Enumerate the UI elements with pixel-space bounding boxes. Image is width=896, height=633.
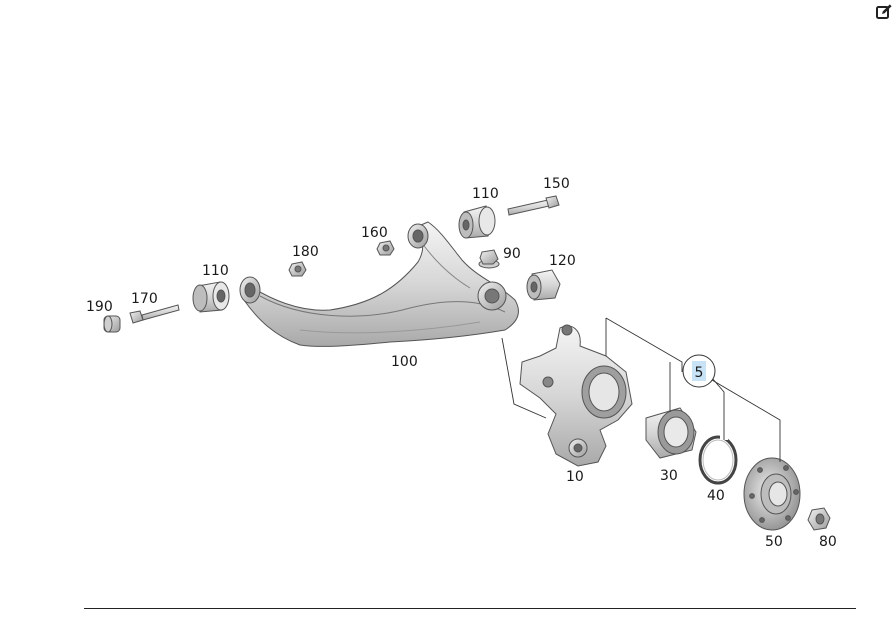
label-150[interactable]: 150 bbox=[543, 176, 570, 192]
label-170[interactable]: 170 bbox=[131, 291, 158, 307]
label-80[interactable]: 80 bbox=[819, 534, 837, 550]
nut-90[interactable] bbox=[478, 249, 500, 269]
bushing-110-top[interactable] bbox=[458, 205, 496, 239]
nut-160[interactable] bbox=[376, 240, 395, 256]
label-40[interactable]: 40 bbox=[707, 488, 725, 504]
label-180[interactable]: 180 bbox=[292, 244, 319, 260]
bushing-110-left[interactable] bbox=[192, 281, 230, 313]
label-190[interactable]: 190 bbox=[86, 299, 113, 315]
footer-divider bbox=[84, 608, 856, 609]
bushing-120[interactable] bbox=[526, 269, 561, 301]
label-100[interactable]: 100 bbox=[391, 354, 418, 370]
label-160[interactable]: 160 bbox=[361, 225, 388, 241]
label-120[interactable]: 120 bbox=[549, 253, 576, 269]
edit-icon[interactable] bbox=[874, 2, 894, 22]
bolt-150[interactable] bbox=[507, 195, 560, 216]
bearing-30[interactable] bbox=[645, 407, 697, 459]
label-50[interactable]: 50 bbox=[765, 534, 783, 550]
callout-5[interactable]: 5 bbox=[682, 354, 716, 388]
label-10[interactable]: 10 bbox=[566, 469, 584, 485]
collar-nut-80[interactable] bbox=[807, 507, 831, 531]
control-arm-100[interactable] bbox=[239, 221, 519, 347]
label-110-top[interactable]: 110 bbox=[472, 186, 499, 202]
part-labels: 190 170 110 180 160 110 150 90 120 100 1… bbox=[86, 176, 837, 550]
steering-knuckle-10[interactable] bbox=[519, 324, 633, 467]
cap-190[interactable] bbox=[103, 315, 121, 333]
bolt-170[interactable] bbox=[129, 304, 180, 324]
callout-5-label: 5 bbox=[695, 365, 704, 381]
label-110-left[interactable]: 110 bbox=[202, 263, 229, 279]
leader-lines bbox=[501, 317, 781, 462]
label-90[interactable]: 90 bbox=[503, 246, 521, 262]
nut-180[interactable] bbox=[288, 261, 307, 277]
snap-ring-40[interactable] bbox=[698, 434, 738, 485]
label-30[interactable]: 30 bbox=[660, 468, 678, 484]
wheel-hub-50[interactable] bbox=[743, 457, 801, 531]
